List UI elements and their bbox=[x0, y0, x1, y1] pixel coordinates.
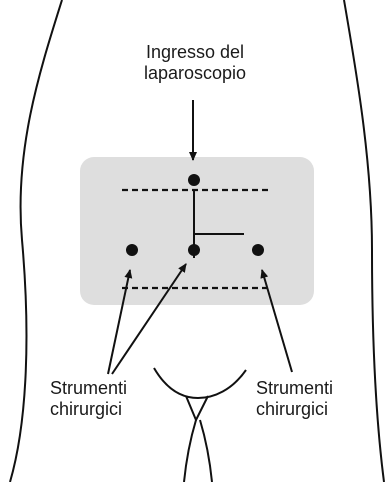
groin-curve bbox=[154, 368, 246, 398]
port-dot-left bbox=[126, 244, 138, 256]
label-instruments-left: Strumenti chirurgici bbox=[50, 378, 127, 420]
label-laparoscope-line-2: laparoscopio bbox=[128, 63, 262, 84]
port-dot-right bbox=[252, 244, 264, 256]
label-instruments-left-line-2: chirurgici bbox=[50, 399, 127, 420]
label-laparoscope-line-1: Ingresso del bbox=[128, 42, 262, 63]
label-instruments-right-line-2: chirurgici bbox=[256, 399, 333, 420]
label-instruments-left-line-1: Strumenti bbox=[50, 378, 127, 399]
port-dot-laparoscope bbox=[188, 174, 200, 186]
label-laparoscope-entry: Ingresso del laparoscopio bbox=[128, 42, 262, 84]
label-instruments-right-line-1: Strumenti bbox=[256, 378, 333, 399]
body-outline-right bbox=[344, 0, 384, 482]
left-inner-thigh bbox=[184, 420, 196, 482]
label-instruments-right: Strumenti chirurgici bbox=[256, 378, 333, 420]
pubic-v bbox=[186, 396, 208, 420]
right-inner-thigh bbox=[200, 420, 212, 482]
port-dot-center bbox=[188, 244, 200, 256]
